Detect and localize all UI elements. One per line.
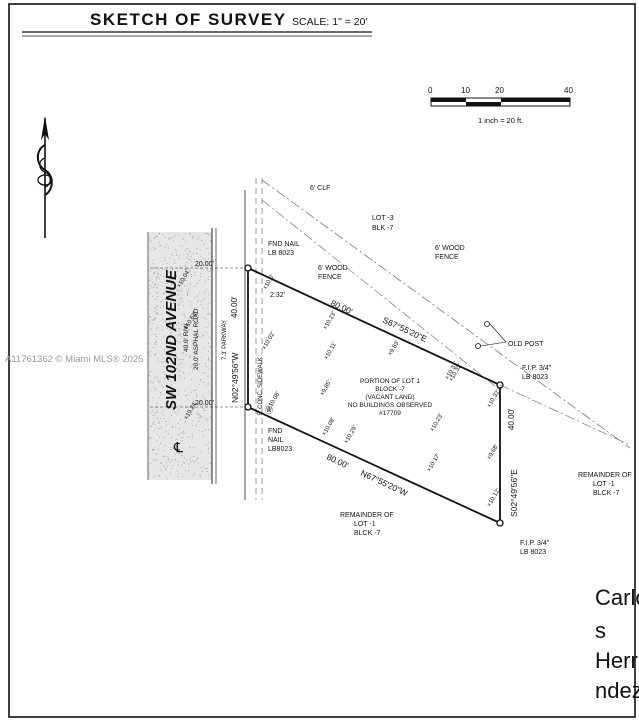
north-arrow-icon (36, 116, 53, 238)
label-wood-fence-left-2: FENCE (318, 274, 342, 281)
side-text-4: ndez (595, 678, 639, 703)
bearing-north: S67°55'20"E (381, 315, 429, 344)
lot-desc-1: PORTION OF LOT 1 (360, 378, 420, 385)
lot-desc-3: (VACANT LAND) (365, 394, 414, 401)
label-wood-fence-right-2: FENCE (435, 254, 459, 261)
label-fnd-nail-top: FND NAIL (268, 241, 300, 248)
lot-desc-4: NO BUILDINGS OBSERVED (348, 402, 433, 409)
label-fip-top: F.I.P. 3/4" (522, 365, 552, 372)
bearing-west: N02°49'56"W (230, 352, 240, 403)
elevation-label: ×10.02' (262, 331, 277, 351)
label-lb-bottom: LB8023 (268, 446, 292, 453)
road-stipple (148, 232, 212, 480)
label-rem-bottom-3: BLCK -7 (354, 530, 381, 537)
label-rem-right-3: BLCK -7 (593, 490, 620, 497)
elevation-label: ×10.11' (324, 341, 339, 361)
elevation-label: ×9.85' (320, 380, 333, 397)
side-text: Carlo s Herr ndez (595, 585, 639, 703)
fence-line-inner (261, 199, 501, 391)
watermark: A11761362 © Miami MLS® 2025 (5, 354, 143, 365)
label-nail: NAIL (268, 437, 284, 444)
elevation-label: ×9.83' (388, 340, 401, 357)
page-frame (8, 3, 636, 718)
old-post-marker-2 (475, 343, 481, 349)
label-blk7-top: BLK -7 (372, 225, 394, 232)
scale-bar: 0 10 20 40 1 inch = 20 ft. (428, 86, 573, 125)
label-rem-bottom-1: REMAINDER OF (340, 512, 394, 519)
elevation-label: ×10.23' (430, 413, 445, 433)
dim-south-80: 80.00' (325, 452, 350, 471)
elevation-label: ×10.23' (323, 311, 338, 331)
label-old-post: OLD POST (508, 341, 544, 348)
label-rem-bottom-2: LOT -1 (354, 521, 376, 528)
title: SKETCH OF SURVEY (90, 10, 287, 29)
dim-232: 2.32' (270, 292, 285, 299)
elevation-label: ×10.08' (267, 391, 282, 411)
label-wood-fence-left: 6' WOOD (318, 265, 348, 272)
elevation-label: ×10.08' (322, 417, 337, 437)
corner-nw-marker (244, 264, 252, 272)
scale-text: SCALE: 1" = 20' (292, 16, 367, 28)
scale-caption: 1 inch = 20 ft. (478, 116, 523, 125)
label-fip-bottom: F.I.P. 3/4" (520, 540, 550, 547)
side-text-3: Herr (595, 648, 638, 673)
label-sidewalk: 5' CONC. SIDEWALK (258, 357, 264, 415)
fence-line-north (261, 179, 631, 449)
bearing-east: S02°49'56"E (509, 469, 519, 517)
elevation-label: ×9.68' (487, 444, 500, 461)
centerline-icon: ℄ (173, 439, 183, 455)
old-post-leader-1 (489, 323, 507, 343)
dim-bottom-20: 20.00' (195, 400, 214, 407)
dim-east-40: 40.00' (507, 408, 516, 430)
scale-tick-0: 0 (428, 86, 433, 95)
fence-line-east (499, 384, 631, 446)
street-road: 20.0' ASPHAL ROAD (193, 308, 200, 370)
street-rw: 40.0' R/W (183, 323, 190, 352)
label-rem-right-1: REMAINDER OF (578, 472, 632, 479)
label-clf: 6' CLF (310, 185, 330, 192)
lot-desc-5: #17709 (379, 410, 401, 417)
label-lot3: LOT -3 (372, 215, 394, 222)
side-text-2: s (595, 618, 606, 643)
lot-desc-2: BLOCK -7 (375, 386, 405, 393)
label-fip-top-lb: LB 8023 (522, 374, 548, 381)
scale-tick-20: 20 (495, 86, 504, 95)
label-lb-top: LB 8023 (268, 250, 294, 257)
corner-se-marker (496, 519, 504, 527)
elevation-label: ×10.17' (427, 453, 442, 473)
dim-west-40: 40.00' (230, 296, 239, 318)
elevation-label: ×10.29' (344, 425, 359, 445)
street-name: SW 102ND AVENUE (163, 269, 180, 410)
bearing-south: N67°55'20"W (359, 468, 409, 498)
corner-sw-marker (244, 403, 252, 411)
dim-top-20: 20.00' (195, 261, 214, 268)
utility-symbol-icon: Ⓦ (265, 406, 273, 415)
old-post-marker-1 (484, 321, 490, 327)
label-fip-bottom-lb: LB 8023 (520, 549, 546, 556)
label-fnd: FND (268, 428, 282, 435)
label-rem-right-2: LOT -1 (593, 481, 615, 488)
road-strip (148, 232, 212, 480)
label-parkway: 7.3' PARKWAY (222, 320, 228, 360)
label-wood-fence-right: 6' WOOD (435, 245, 465, 252)
scale-tick-10: 10 (461, 86, 470, 95)
side-text-1: Carlo (595, 585, 639, 610)
old-post-leader-2 (480, 341, 507, 347)
scale-tick-40: 40 (564, 86, 573, 95)
